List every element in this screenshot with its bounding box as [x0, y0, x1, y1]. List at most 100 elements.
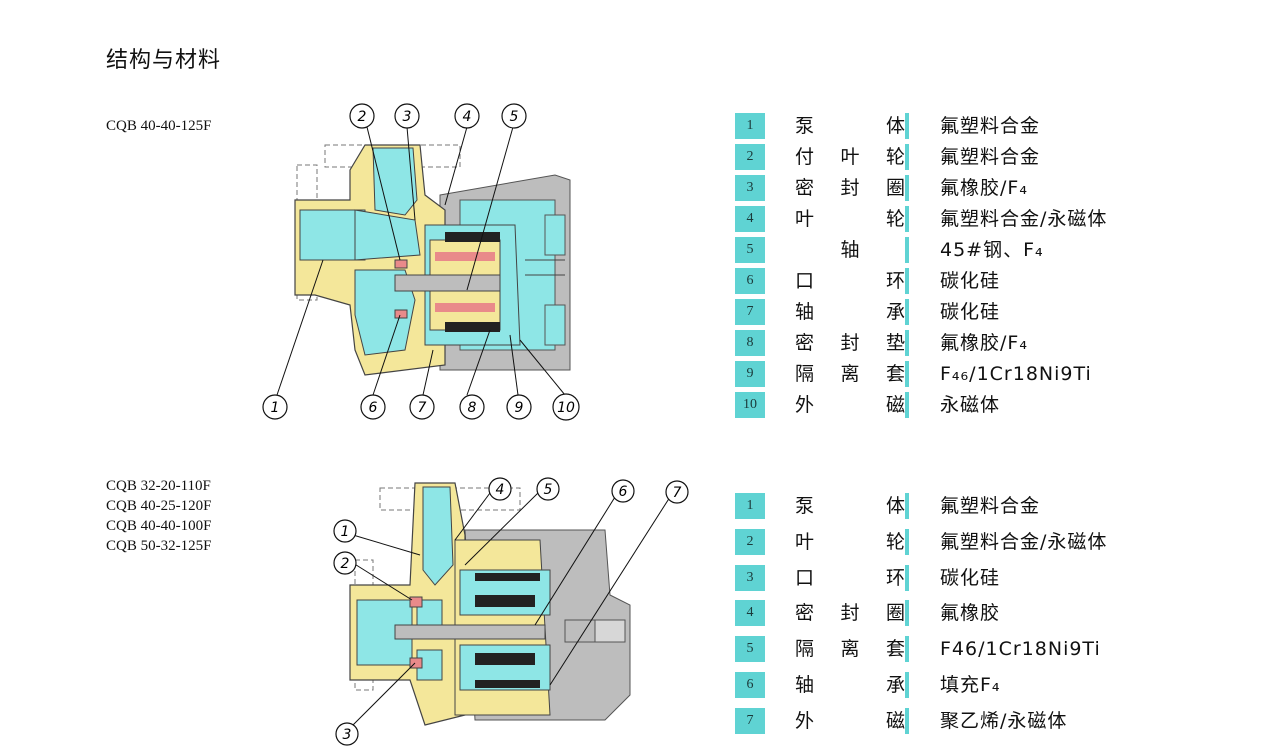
part-name-char: 封: [840, 177, 860, 199]
separator-bar: [905, 206, 909, 232]
part-name-char: 付: [795, 146, 815, 168]
part-name: 轴承: [795, 672, 905, 698]
part-name-char: 离: [840, 638, 860, 661]
part-number: 6: [735, 672, 765, 698]
part-name-char: 承: [885, 301, 905, 323]
separator-bar: [905, 564, 909, 591]
svg-text:8: 8: [468, 400, 477, 416]
model-label: CQB 40-25-120F: [106, 498, 212, 514]
part-number: 9: [735, 361, 765, 387]
part-material: 氟橡胶/F₄: [940, 177, 1028, 199]
part-name-char: 轮: [885, 208, 905, 230]
part-name-char: 口: [795, 566, 815, 589]
part-name-char: 体: [885, 495, 905, 517]
model-label: CQB 40-40-125F: [106, 118, 212, 134]
callout-1: 1: [333, 519, 357, 543]
page-title: 结构与材料: [106, 48, 222, 73]
part-number: 2: [735, 144, 765, 170]
callout-7: 7: [665, 480, 689, 504]
part-name-char: 轮: [885, 146, 905, 168]
part-name-char: 离: [840, 363, 860, 385]
part-number: 5: [735, 237, 765, 263]
part-name-char: 套: [885, 638, 905, 661]
svg-text:3: 3: [343, 727, 352, 743]
part-name-char: 轴: [840, 239, 860, 261]
separator-bar: [905, 707, 909, 734]
part-number: 1: [735, 113, 765, 139]
part-name: 叶轮: [795, 206, 905, 232]
separator-bar: [905, 361, 909, 387]
part-name-char: 密: [795, 602, 815, 625]
separator-bar: [905, 392, 909, 418]
separator-bar: [905, 493, 909, 519]
part-material: 氟塑料合金/永磁体: [940, 530, 1108, 553]
part-name: 密封圈: [795, 175, 905, 201]
part-number: 10: [735, 392, 765, 418]
part-material: 氟橡胶: [940, 602, 1001, 625]
svg-text:6: 6: [369, 400, 378, 416]
callout-4: 4: [488, 477, 512, 501]
callout-2: 2: [333, 551, 357, 575]
part-material: 碳化硅: [940, 566, 1001, 589]
svg-text:2: 2: [341, 556, 350, 572]
part-name-char: 封: [840, 332, 860, 354]
model-label: CQB 40-40-100F: [106, 518, 212, 534]
part-material: F46/1Cr18Ni9Ti: [940, 638, 1101, 661]
part-name-char: 密: [795, 332, 815, 354]
part-name-char: 外: [795, 394, 815, 416]
part-name: 外磁: [795, 708, 905, 734]
svg-text:3: 3: [403, 109, 412, 125]
part-name: 轴承: [795, 299, 905, 325]
svg-text:9: 9: [515, 400, 524, 416]
separator-bar: [905, 672, 909, 698]
part-name-char: 轴: [795, 674, 815, 696]
callout-8: 8: [459, 394, 485, 420]
part-material: 氟塑料合金: [940, 495, 1041, 517]
callout-5: 5: [501, 103, 527, 129]
svg-text:10: 10: [557, 400, 575, 416]
separator-bar: [905, 144, 909, 170]
part-row: 5 轴 45#钢、F₄: [735, 237, 1155, 265]
part-name: 口环: [795, 268, 905, 294]
part-material: 45#钢、F₄: [940, 239, 1044, 261]
callout-3: 3: [335, 722, 359, 746]
part-number: 8: [735, 330, 765, 356]
part-name: 叶轮: [795, 529, 905, 555]
svg-text:1: 1: [271, 400, 280, 416]
part-name: 泵体: [795, 113, 905, 139]
pump-diagram-2: 1 2 3 4 5 6 7: [333, 477, 689, 746]
callout-6: 6: [360, 394, 386, 420]
part-material: 氟橡胶/F₄: [940, 332, 1028, 354]
separator-bar: [905, 330, 909, 356]
callout-10: 10: [552, 393, 580, 421]
callout-9: 9: [506, 394, 532, 420]
part-name-char: 泵: [795, 115, 815, 137]
callout-6: 6: [611, 479, 635, 503]
part-material: F₄₆/1Cr18Ni9Ti: [940, 363, 1092, 385]
part-name: 泵体: [795, 493, 905, 519]
part-material: 氟塑料合金: [940, 115, 1041, 137]
part-name: 付叶轮: [795, 144, 905, 170]
svg-text:7: 7: [673, 485, 682, 501]
part-name: 密封垫: [795, 330, 905, 356]
callout-1: 1: [262, 394, 288, 420]
part-number: 6: [735, 268, 765, 294]
model-label: CQB 50-32-125F: [106, 538, 212, 554]
model-label: CQB 32-20-110F: [106, 478, 211, 494]
part-number: 3: [735, 564, 765, 591]
part-name-char: 环: [885, 270, 905, 292]
part-name-char: 叶: [840, 146, 860, 168]
part-name: 口环: [795, 565, 905, 591]
part-name-char: 圈: [885, 602, 905, 625]
callout-2: 2: [349, 103, 375, 129]
part-number: 7: [735, 707, 765, 734]
